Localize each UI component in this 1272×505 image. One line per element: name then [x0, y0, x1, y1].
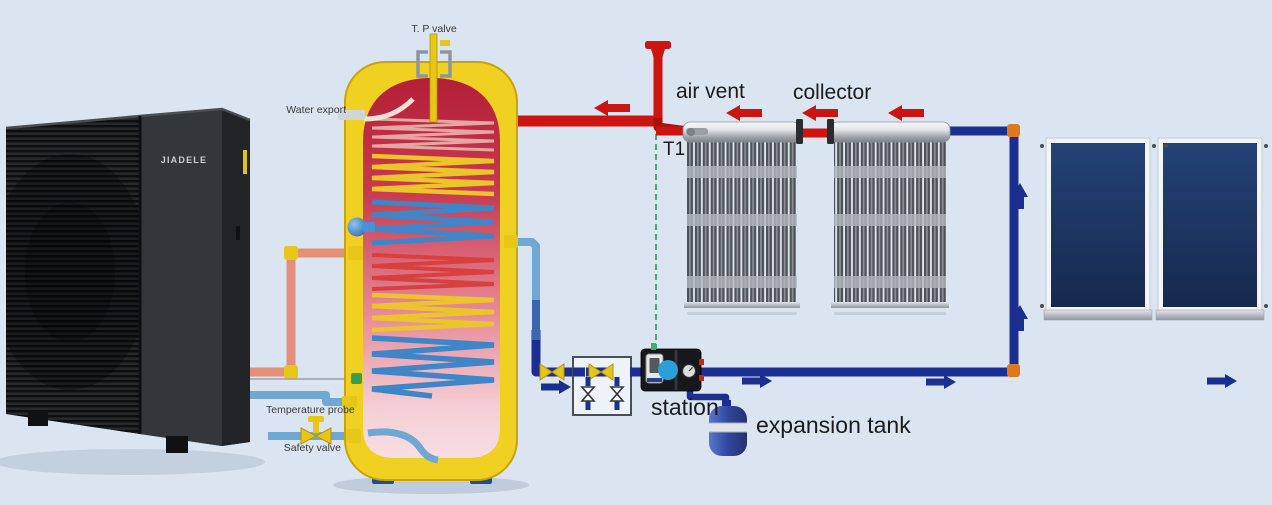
- drain-valve-icon: [580, 377, 596, 410]
- heating-supply-pipe: [240, 248, 356, 377]
- flow-arrow-right: [1207, 374, 1237, 388]
- probe-fitting: [351, 373, 362, 384]
- flat-plate-panels: [1040, 137, 1268, 321]
- heating-return-pipe: [238, 391, 352, 406]
- collector-1-rail: [684, 302, 800, 308]
- flow-arrow-right: [926, 375, 956, 389]
- flat-panel-2: [1155, 137, 1268, 321]
- fan-shadow: [6, 154, 140, 390]
- t1-sensor-pocket: [687, 128, 695, 136]
- t1-sensor-label: T1: [663, 139, 686, 160]
- heat-pump-unit: [5, 107, 251, 453]
- flow-arrow-left: [802, 105, 838, 121]
- tank-outlet-pipe: [505, 238, 540, 340]
- storage-tank: [338, 33, 518, 484]
- pipe-elbow-top: [1007, 124, 1020, 137]
- collector-2-rail: [831, 302, 949, 308]
- flow-arrow-left: [594, 100, 630, 116]
- foot: [28, 410, 48, 426]
- return-fitting: [342, 396, 357, 408]
- safety-valve-label: Safety valve: [283, 442, 341, 454]
- side-panel: [222, 109, 250, 446]
- flow-arrow-right: [541, 380, 571, 394]
- front-panel: [140, 109, 222, 446]
- tp-valve-icon: [416, 33, 452, 123]
- pump-station: [640, 343, 730, 410]
- station-pump: [658, 360, 678, 380]
- outlet-fitting: [504, 235, 518, 248]
- ball-valve-icon: [588, 363, 614, 381]
- station-label: station: [651, 394, 719, 420]
- flow-arrow-left: [888, 105, 924, 121]
- solar-loop-pipes: [531, 124, 1020, 377]
- flat-panel-1: [1040, 137, 1156, 321]
- ball-valve-icon: [539, 363, 565, 381]
- safety-valve-icon: [300, 416, 332, 445]
- expansion-tank: [709, 400, 747, 456]
- tp-valve-label: T. P valve: [411, 23, 457, 35]
- air-vent-label: air vent: [676, 80, 745, 103]
- heat-pump-pipes: [238, 246, 356, 445]
- heat-pump-brand: JIADELE: [160, 155, 208, 165]
- air-vent-icon: [645, 41, 671, 62]
- hot-pipe: [500, 41, 690, 136]
- collector-label: collector: [793, 81, 872, 104]
- evacuated-tube-collectors: [682, 119, 951, 315]
- warning-sticker: [243, 150, 247, 174]
- sensor-dashed-line: [655, 133, 686, 348]
- pipe-elbow-bottom: [1007, 364, 1020, 377]
- foot: [166, 436, 188, 453]
- circulation-pump-ball: [347, 217, 367, 237]
- water-export-stub: [338, 110, 365, 120]
- supply-fitting: [348, 246, 363, 260]
- collector-2-manifold: [829, 121, 951, 143]
- temperature-probe-label: Temperature probe: [266, 404, 355, 416]
- fan-grille: [6, 116, 140, 434]
- drain-fitting: [346, 429, 361, 443]
- tank-coils: [363, 97, 495, 464]
- flow-arrow-left: [726, 105, 762, 121]
- water-export-label: Water export: [286, 104, 346, 116]
- valve-box: [572, 356, 632, 416]
- drain-valve-icon: [609, 377, 625, 410]
- drain-curve: [367, 428, 439, 464]
- water-export-curve: [363, 97, 415, 122]
- expansion-tank-label: expansion tank: [756, 412, 911, 438]
